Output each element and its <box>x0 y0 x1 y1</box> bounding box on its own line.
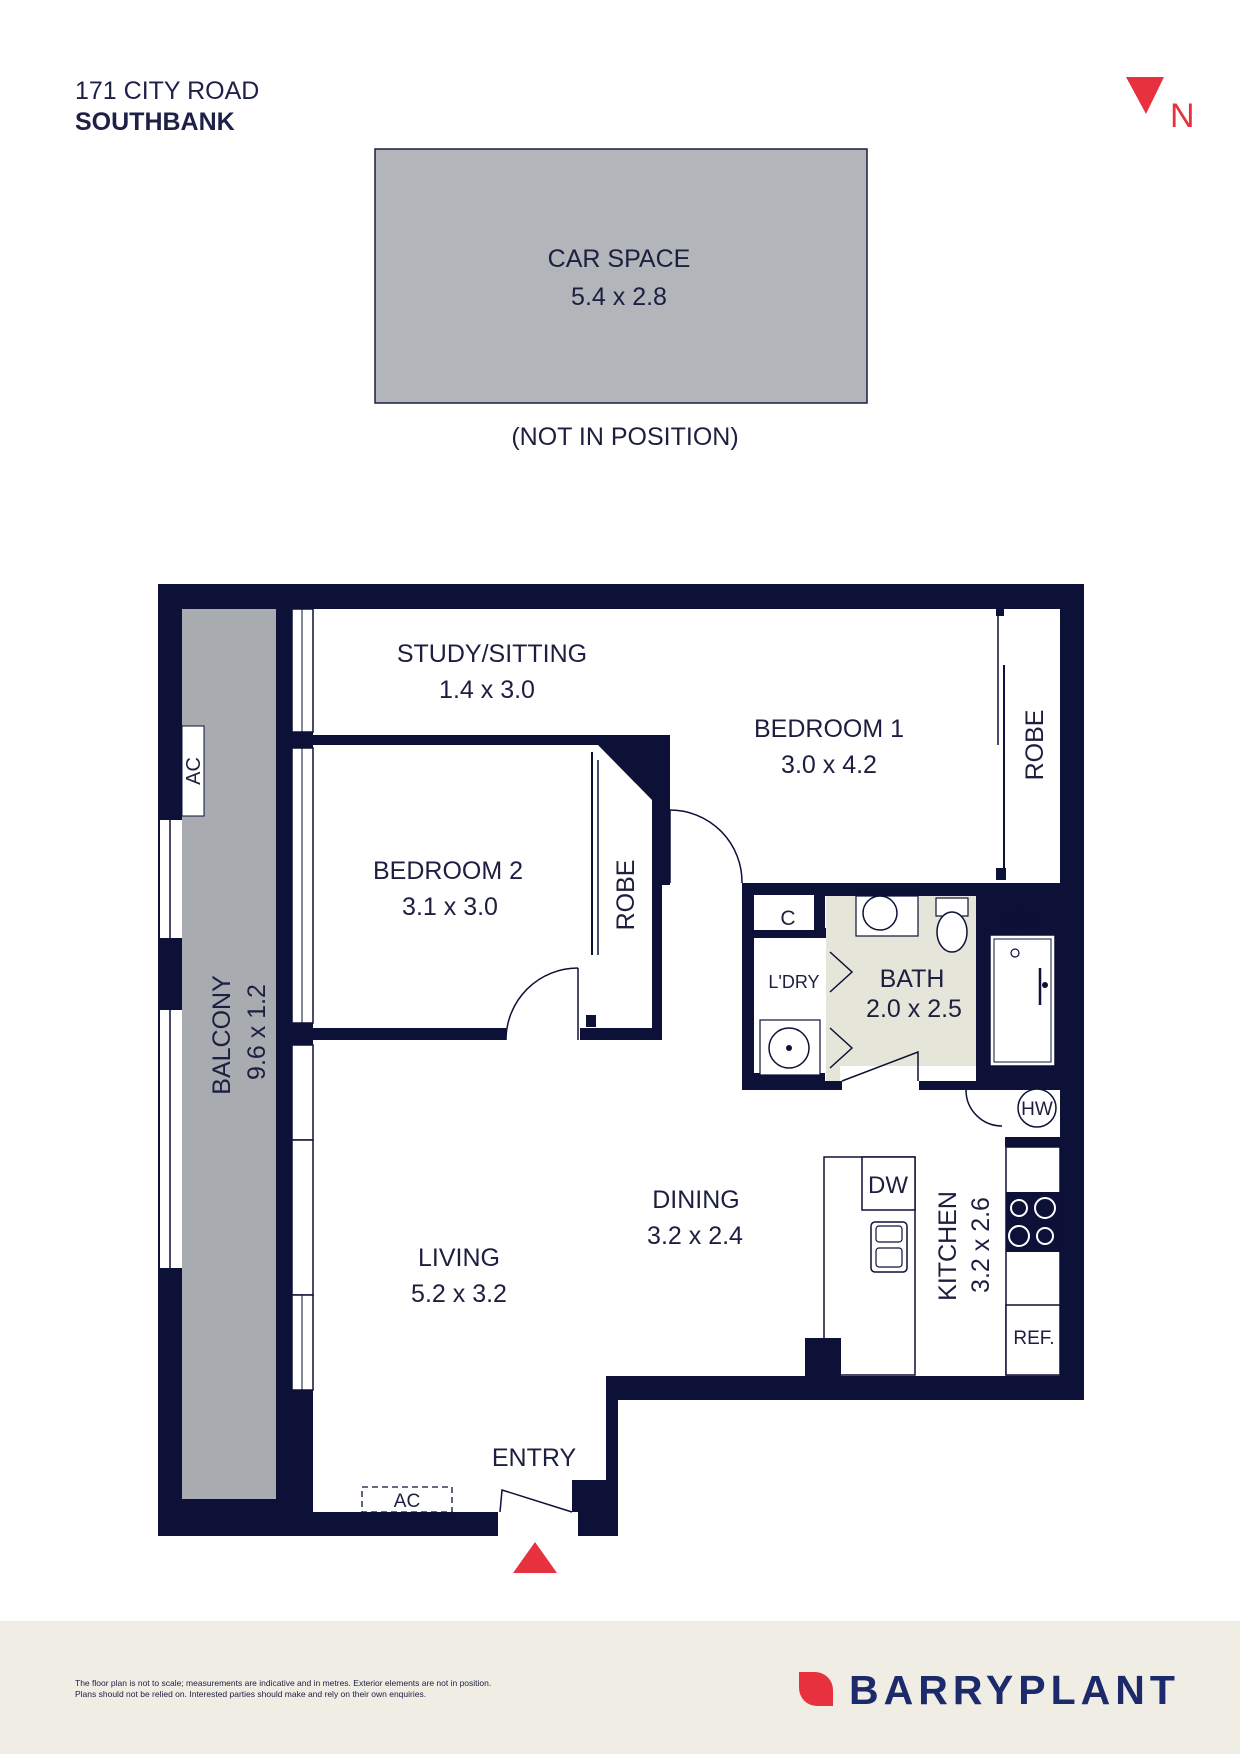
car-space-size: 5.4 x 2.8 <box>571 283 667 311</box>
bedroom1-size: 3.0 x 4.2 <box>781 751 877 779</box>
dining-size: 3.2 x 2.4 <box>647 1222 743 1250</box>
bedroom2-size: 3.1 x 3.0 <box>402 893 498 921</box>
car-space-name: CAR SPACE <box>548 245 691 273</box>
dishwasher-label: DW <box>868 1172 908 1199</box>
laundry-label: L'DRY <box>768 972 819 992</box>
fridge-space <box>1005 1304 1061 1376</box>
entry-label: ENTRY <box>492 1444 577 1472</box>
living-size: 5.2 x 3.2 <box>411 1280 507 1308</box>
balcony-railing <box>160 1010 182 1268</box>
living-name: LIVING <box>418 1244 500 1272</box>
study-name: STUDY/SITTING <box>397 640 587 668</box>
car-space-note: (NOT IN POSITION) <box>511 423 738 451</box>
street-address: 171 CITY ROAD <box>75 77 260 105</box>
bath-size: 2.0 x 2.5 <box>866 995 962 1023</box>
entry-marker-icon <box>513 1542 557 1573</box>
bedroom2-name: BEDROOM 2 <box>373 857 523 885</box>
brand-name: BARRYPLANT <box>849 1667 1180 1713</box>
suburb: SOUTHBANK <box>75 108 235 136</box>
glass-door <box>291 1044 314 1141</box>
disclaimer: The floor plan is not to scale; measurem… <box>75 1678 635 1700</box>
disclaimer-line-1: The floor plan is not to scale; measurem… <box>75 1678 492 1688</box>
kitchen-size: 3.2 x 2.6 <box>967 1197 995 1293</box>
glass-door <box>291 1139 314 1296</box>
living-ac-unit <box>361 1486 453 1513</box>
dishwasher <box>861 1156 916 1211</box>
robe1-label: ROBE <box>1021 710 1049 781</box>
dining-name: DINING <box>652 1186 740 1214</box>
hot-water-label: HW <box>1021 1099 1053 1120</box>
kitchen-name: KITCHEN <box>934 1191 962 1301</box>
balcony-name: BALCONY <box>208 975 236 1095</box>
north-label: N <box>1170 97 1195 132</box>
brand-logo: BARRYPLANT <box>797 1668 1177 1712</box>
footer <box>0 1621 1240 1754</box>
bedroom1-name: BEDROOM 1 <box>754 715 904 743</box>
hot-water-icon <box>1017 1088 1057 1128</box>
fridge-label: REF. <box>1013 1328 1054 1349</box>
balcony-railing <box>160 820 182 938</box>
toilet-icon <box>936 911 968 953</box>
robe2-label: ROBE <box>612 860 640 931</box>
study-size: 1.4 x 3.0 <box>439 676 535 704</box>
north-arrow-icon: N <box>1126 77 1195 132</box>
cupboard-label: C <box>780 907 795 930</box>
bath-name: BATH <box>880 965 945 993</box>
entry-door <box>499 1489 573 1513</box>
floor-plan: CAR SPACE 5.4 x 2.8 (NOT IN POSITION) AC <box>158 148 1084 1573</box>
car-space <box>374 148 868 404</box>
living-ac-label: AC <box>394 1491 420 1512</box>
balcony-ac-unit <box>181 725 205 817</box>
balcony-ac-label: AC <box>183 757 205 785</box>
brand-mark-icon <box>799 1672 833 1706</box>
basin-icon <box>862 895 898 931</box>
balcony-size: 9.6 x 1.2 <box>243 984 271 1080</box>
sink-icon <box>870 1221 908 1273</box>
property-address: 171 CITY ROAD SOUTHBANK <box>75 76 259 138</box>
disclaimer-line-2: Plans should not be relied on. Intereste… <box>75 1689 427 1699</box>
